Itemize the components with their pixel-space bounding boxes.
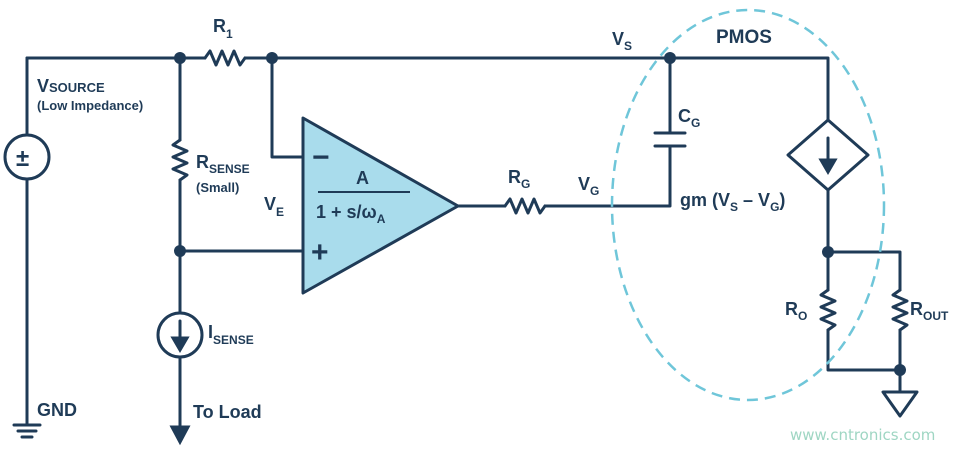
cg-label: C — [678, 106, 691, 126]
rg-label: R — [508, 167, 521, 187]
gnd-label: GND — [37, 400, 77, 420]
wire-vg — [543, 144, 672, 208]
watermark: www.cntronics.com — [790, 426, 935, 444]
isense-label: I — [208, 322, 213, 342]
amp-numerator: A — [356, 168, 369, 188]
ro-sub: O — [798, 309, 807, 323]
gm-mid: – V — [738, 190, 770, 210]
svg-text:VG: VG — [578, 174, 599, 198]
node-ground — [894, 364, 906, 376]
ve-label: V — [264, 194, 276, 214]
rsense-sub: SENSE — [209, 162, 250, 176]
amp-minus-sign: − — [312, 141, 330, 174]
isense-circle — [156, 311, 204, 359]
node-plus — [174, 245, 186, 257]
node-drain — [822, 246, 834, 258]
wire-ro-bottom — [826, 328, 902, 392]
svg-text:R1: R1 — [213, 16, 233, 41]
node-top-left — [174, 52, 186, 64]
rout-sub: OUT — [923, 309, 949, 323]
rsense-label: R — [196, 152, 209, 172]
rout-label: R — [910, 299, 923, 319]
amp-denominator-sub: A — [377, 212, 386, 226]
svg-text:RG: RG — [508, 167, 530, 191]
svg-text:VSOURCE: VSOURCE — [37, 76, 105, 96]
resistor-ro — [819, 288, 837, 332]
resistor-rout — [891, 288, 909, 332]
resistor-r1 — [203, 49, 247, 67]
gm-s-sub: S — [730, 200, 738, 214]
r1-sub: 1 — [226, 27, 233, 41]
voltage-source-circle — [3, 133, 51, 181]
vsource-note: (Low Impedance) — [37, 98, 143, 113]
resistor-rsense — [171, 138, 189, 182]
to-load-arrow-icon — [169, 425, 191, 446]
rsense-note: (Small) — [196, 180, 239, 195]
ve-sub: E — [276, 205, 284, 219]
to-load-label: To Load — [193, 402, 262, 422]
gm-label: gm (V — [680, 190, 730, 210]
wire-top-right — [243, 56, 830, 122]
svg-text:1 + s/ωA: 1 + s/ωA — [316, 202, 386, 226]
pmos-label: PMOS — [716, 27, 772, 48]
vs-label: V — [612, 29, 624, 49]
gnd-symbol — [12, 423, 42, 439]
pmos-boundary-ellipse — [610, 8, 886, 402]
rg-sub: G — [521, 177, 530, 191]
gm-post: ) — [779, 190, 785, 210]
svg-text:gm (VS – VG): gm (VS – VG) — [680, 190, 785, 214]
node-r1-right — [266, 52, 278, 64]
opamp-triangle — [301, 116, 460, 295]
vg-label: V — [578, 174, 590, 194]
amp-denominator: 1 + s/ω — [316, 202, 377, 222]
wire-ro-junction — [826, 250, 902, 292]
r1-label: R — [213, 16, 226, 36]
svg-text:VE: VE — [264, 194, 284, 219]
svg-text:RSENSE: RSENSE — [196, 152, 250, 176]
resistor-rg — [503, 197, 547, 215]
svg-text:ROUT: ROUT — [910, 299, 949, 323]
amp-plus-sign: + — [311, 236, 329, 269]
svg-text:VS: VS — [612, 29, 632, 53]
svg-text:RO: RO — [785, 299, 807, 323]
vsource-sub: SOURCE — [49, 80, 105, 95]
cg-sub: G — [691, 116, 700, 130]
isense-arrow-head-icon — [170, 336, 190, 353]
vsource-label: V — [37, 76, 49, 96]
vg-sub: G — [590, 184, 599, 198]
svg-text:ISENSE: ISENSE — [208, 322, 254, 347]
vs-sub: S — [624, 39, 632, 53]
svg-text:CG: CG — [678, 106, 700, 130]
node-vs — [664, 52, 676, 64]
gm-g-sub: G — [770, 200, 779, 214]
cs-arrow-head-icon — [818, 158, 838, 175]
ro-label: R — [785, 299, 798, 319]
isense-sub: SENSE — [213, 333, 254, 347]
source-symbol: ± — [16, 145, 29, 172]
ground-triangle — [881, 390, 919, 418]
wire-minus-input — [270, 56, 305, 159]
